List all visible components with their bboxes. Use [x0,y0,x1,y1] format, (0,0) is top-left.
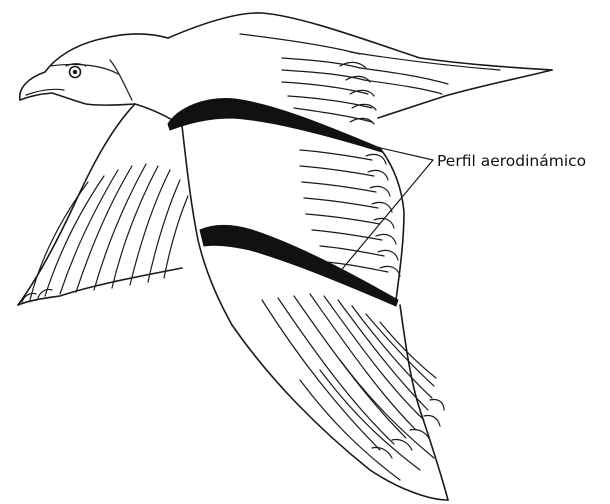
near-wing [18,104,188,305]
airfoil-band-upper [168,99,382,152]
bird-head [20,34,168,105]
airfoil-label: Perfil aerodinámico [437,152,586,170]
label-leader-lines [338,146,433,274]
bird-body [135,104,232,325]
lower-wing [232,294,448,500]
